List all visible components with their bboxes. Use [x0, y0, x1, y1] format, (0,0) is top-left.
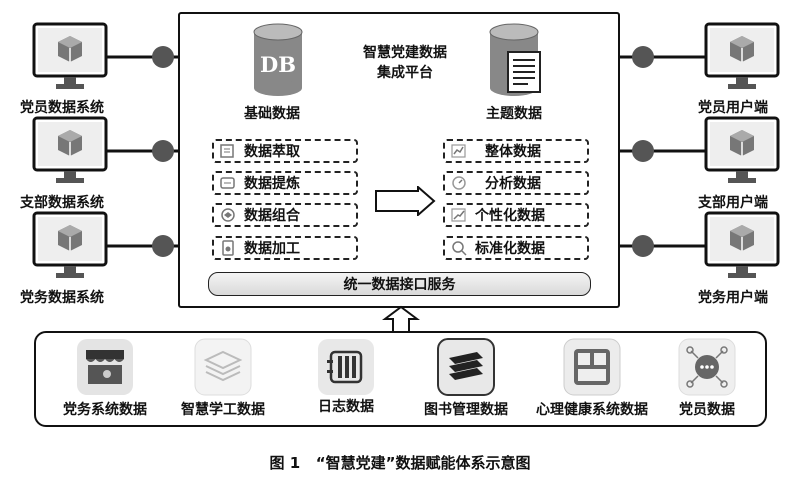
monitor-icon — [32, 211, 108, 278]
platform-title-line1: 智慧党建数据 — [363, 45, 447, 61]
monitor-icon — [32, 22, 108, 89]
books-icon — [437, 338, 495, 396]
basic-data-label: 基础数据 — [244, 106, 300, 122]
source-label: 智慧学工数据 — [181, 402, 265, 418]
right-client-label: 党员用户端 — [698, 100, 768, 116]
output-label: 整体数据 — [485, 144, 541, 160]
process-box-refine: 数据提炼 — [212, 171, 358, 195]
database-icon — [253, 23, 303, 96]
output-box-overall: 整体数据 — [443, 139, 589, 163]
combine-icon — [221, 208, 235, 222]
right-arrow-icon — [375, 186, 436, 216]
theme-database-icon — [489, 23, 541, 96]
connector-node-icon — [152, 235, 174, 257]
left-system-2 — [24, 116, 174, 212]
connector-node-icon — [632, 235, 654, 257]
figure-caption: 图 1 “智慧党建”数据赋能体系示意图 — [269, 454, 531, 472]
connector-node-icon — [152, 46, 174, 68]
process-label: 数据加工 — [244, 241, 300, 257]
db-text: DB — [260, 52, 296, 77]
process-icon — [222, 240, 234, 256]
output-label: 标准化数据 — [475, 241, 545, 257]
left-system-label: 党员数据系统 — [20, 100, 104, 116]
left-system-1 — [24, 22, 174, 118]
monitor-icon — [32, 116, 108, 183]
connector-node-icon — [632, 46, 654, 68]
process-label: 数据萃取 — [244, 144, 300, 160]
output-box-personalized: 个性化数据 — [443, 203, 589, 227]
process-label: 数据提炼 — [244, 176, 300, 192]
source-label: 党务系统数据 — [63, 402, 147, 418]
right-client-2 — [630, 116, 790, 212]
left-system-3 — [24, 211, 174, 307]
refine-icon — [220, 177, 235, 189]
store-icon — [77, 339, 133, 395]
log-icon — [318, 339, 374, 395]
layers-icon — [194, 338, 252, 396]
chart-line-icon — [451, 144, 466, 158]
gauge-icon — [452, 176, 466, 190]
right-client-3 — [630, 211, 790, 307]
monitor-icon — [704, 211, 780, 278]
platform-title-line2: 集成平台 — [377, 65, 433, 81]
data-sources-panel — [34, 331, 767, 427]
connector-node-icon — [632, 140, 654, 162]
output-label: 分析数据 — [485, 176, 541, 192]
process-box-combine: 数据组合 — [212, 203, 358, 227]
monitor-icon — [704, 116, 780, 183]
extract-icon — [220, 144, 234, 158]
right-client-label: 支部用户端 — [698, 195, 768, 211]
output-box-standardized: 标准化数据 — [443, 236, 589, 260]
right-client-1 — [630, 22, 790, 118]
process-box-extract: 数据萃取 — [212, 139, 358, 163]
theme-data-label: 主题数据 — [486, 106, 542, 122]
output-box-analysis: 分析数据 — [443, 171, 589, 195]
trend-icon — [451, 208, 466, 222]
source-label: 图书管理数据 — [424, 402, 508, 418]
network-icon — [678, 338, 736, 396]
process-box-process: 数据加工 — [212, 236, 358, 260]
source-label: 党员数据 — [679, 402, 735, 418]
source-label: 日志数据 — [318, 399, 374, 415]
search-icon — [452, 241, 467, 256]
left-system-label: 党务数据系统 — [20, 290, 104, 306]
connector-node-icon — [152, 140, 174, 162]
left-system-label: 支部数据系统 — [20, 195, 104, 211]
output-label: 个性化数据 — [475, 208, 545, 224]
right-client-label: 党务用户端 — [698, 290, 768, 306]
source-label: 心理健康系统数据 — [536, 402, 648, 418]
monitor-icon — [704, 22, 780, 89]
process-label: 数据组合 — [244, 208, 300, 224]
dashboard-icon — [563, 338, 621, 396]
unified-api-service-bar: 统一数据接口服务 — [208, 272, 591, 296]
